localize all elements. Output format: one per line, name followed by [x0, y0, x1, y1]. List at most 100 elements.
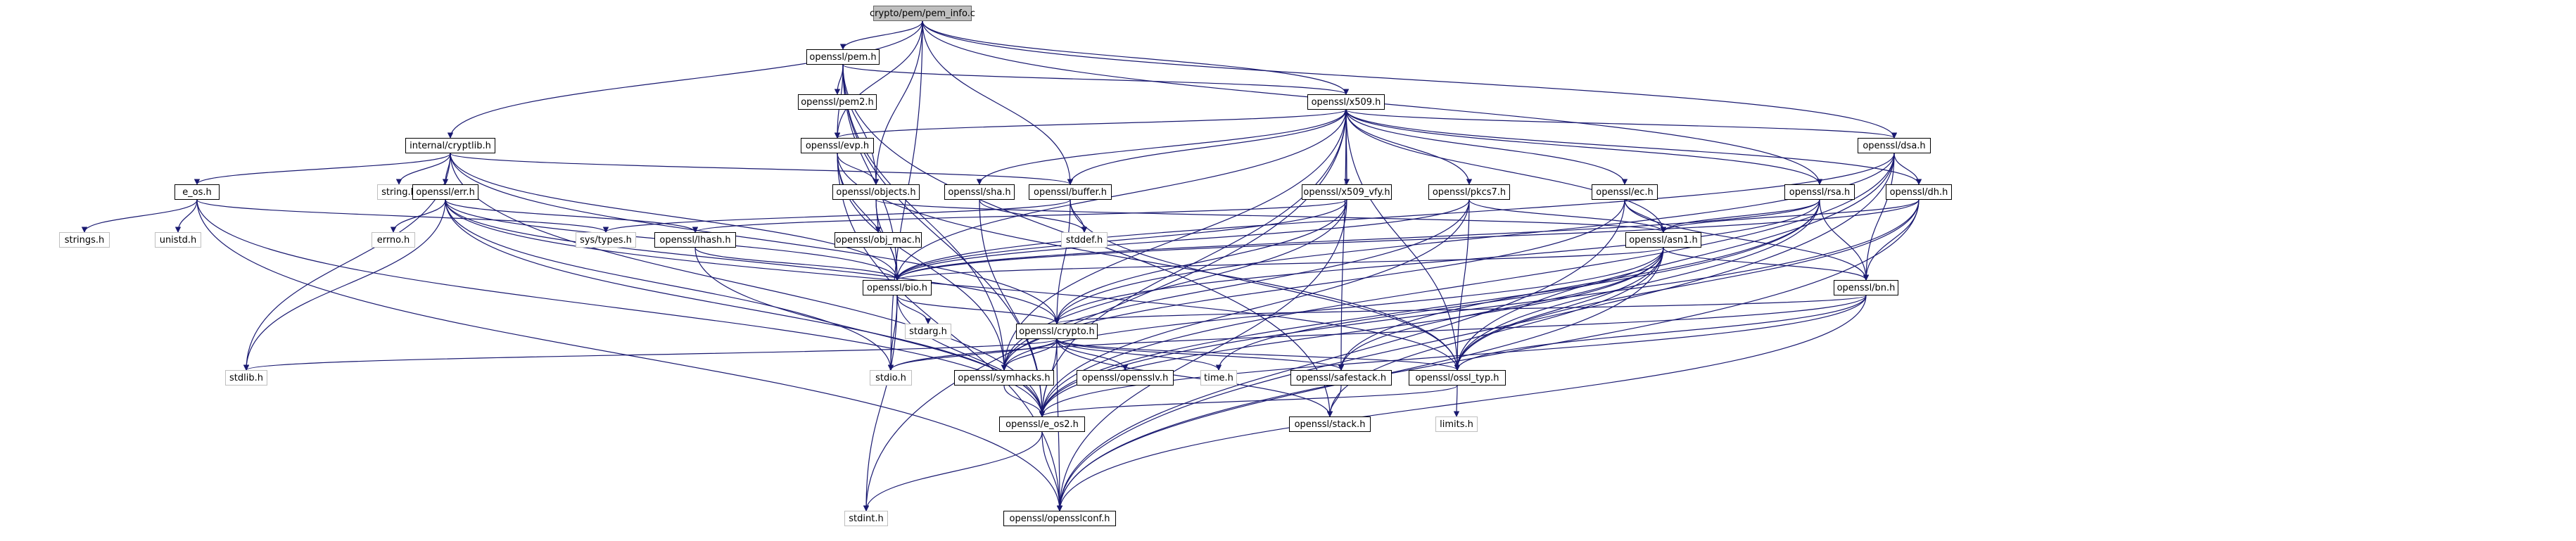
include-edge	[842, 64, 1008, 371]
node-openssl-sha[interactable]: openssl/sha.h	[944, 184, 1015, 200]
include-edge	[875, 199, 1666, 233]
node-stdlib-h[interactable]: stdlib.h	[225, 370, 267, 386]
include-edge	[1001, 199, 1347, 371]
include-edge	[842, 64, 1349, 95]
include-edge	[1056, 199, 1625, 511]
include-edge	[81, 199, 198, 233]
include-edge	[979, 199, 1088, 233]
include-edge	[1039, 385, 1458, 417]
include-edge	[1001, 109, 1347, 371]
include-edge	[243, 338, 1058, 371]
node-sys-types-h[interactable]: sys/types.h	[576, 232, 636, 248]
include-edge	[922, 20, 1898, 139]
include-edge	[390, 199, 446, 233]
include-edge	[1624, 199, 1870, 281]
node-stddef-h[interactable]: stddef.h	[1061, 232, 1108, 248]
include-edge	[1468, 199, 1667, 233]
include-edge	[1454, 199, 1820, 371]
include-edge	[887, 338, 1058, 371]
node-openssl-stack[interactable]: openssl/stack.h	[1289, 416, 1371, 432]
include-edge	[1039, 295, 1867, 417]
node-openssl-pem[interactable]: openssl/pem.h	[806, 49, 880, 65]
include-edge	[1215, 247, 1664, 371]
node-e-os[interactable]: e_os.h	[175, 184, 220, 200]
node-internal-cryptlib[interactable]: internal/cryptlib.h	[405, 138, 495, 153]
include-edge	[1056, 153, 1895, 511]
include-edge	[445, 199, 699, 233]
node-stdio-h[interactable]: stdio.h	[870, 370, 912, 386]
node-openssl-dh[interactable]: openssl/dh.h	[1886, 184, 1952, 200]
node-openssl-asn1[interactable]: openssl/asn1.h	[1625, 232, 1701, 248]
node-string-h[interactable]: string.h	[377, 184, 421, 200]
node-openssl-rsa[interactable]: openssl/rsa.h	[1784, 184, 1855, 200]
include-edge	[976, 109, 1347, 185]
include-edge	[1663, 247, 1870, 281]
include-edge	[1053, 199, 1071, 324]
node-openssl-pkcs7[interactable]: openssl/pkcs7.h	[1428, 184, 1510, 200]
include-edge	[1056, 338, 1333, 417]
node-openssl-ec[interactable]: openssl/ec.h	[1592, 184, 1658, 200]
node-openssl-bio[interactable]: openssl/bio.h	[863, 280, 932, 295]
node-openssl-pem2[interactable]: openssl/pem2.h	[798, 94, 877, 110]
include-edge	[1053, 153, 1895, 324]
node-openssl-opensslv[interactable]: openssl/opensslv.h	[1077, 370, 1174, 386]
include-edge	[1863, 153, 1895, 281]
node-openssl-e-os2[interactable]: openssl/e_os2.h	[999, 416, 1085, 432]
include-edge	[1345, 109, 1628, 185]
include-edge	[1056, 338, 1129, 371]
include-edge	[1345, 109, 1667, 233]
node-openssl-x509[interactable]: openssl/x509.h	[1307, 94, 1385, 110]
include-edge	[1660, 199, 1920, 233]
node-strings-h[interactable]: strings.h	[59, 232, 110, 248]
include-edge	[1041, 431, 1063, 511]
include-edge	[1039, 247, 1664, 417]
include-edge	[1454, 247, 1664, 371]
node-limits-h[interactable]: limits.h	[1435, 416, 1478, 432]
node-openssl-symhacks[interactable]: openssl/symhacks.h	[954, 370, 1054, 386]
node-openssl-obj-mac[interactable]: openssl/obj_mac.h	[835, 232, 922, 248]
include-edge	[395, 153, 451, 185]
include-edge	[450, 153, 1073, 185]
node-stdint-h[interactable]: stdint.h	[844, 511, 888, 526]
include-edge	[1343, 109, 1350, 185]
node-openssl-dsa[interactable]: openssl/dsa.h	[1858, 138, 1931, 153]
include-edge	[1070, 199, 1461, 371]
include-edge	[894, 199, 1470, 281]
include-edge	[1345, 109, 1473, 185]
node-openssl-crypto[interactable]: openssl/crypto.h	[1016, 324, 1098, 339]
include-edge	[894, 199, 1347, 281]
node-openssl-bn[interactable]: openssl/bn.h	[1834, 280, 1898, 295]
node-openssl-evp[interactable]: openssl/evp.h	[801, 138, 874, 153]
include-edge	[894, 247, 1664, 281]
include-edge	[1660, 199, 1820, 233]
include-edge	[873, 20, 923, 185]
include-edge	[1863, 199, 1920, 281]
include-edge	[1039, 199, 1470, 417]
include-edge	[894, 199, 1820, 281]
node-openssl-safestack[interactable]: openssl/safestack.h	[1290, 370, 1392, 386]
node-openssl-err[interactable]: openssl/err.h	[412, 184, 478, 200]
node-openssl-x509-vfy[interactable]: openssl/x509_vfy.h	[1302, 184, 1392, 200]
include-edge	[1053, 199, 1347, 324]
node-openssl-objects[interactable]: openssl/objects.h	[832, 184, 920, 200]
node-openssl-opensslconf[interactable]: openssl/opensslconf.h	[1003, 511, 1116, 526]
include-edge	[450, 153, 901, 281]
node-openssl-buffer[interactable]: openssl/buffer.h	[1029, 184, 1112, 200]
include-edge	[894, 199, 1920, 281]
include-edge	[243, 199, 446, 371]
node-unistd-h[interactable]: unistd.h	[155, 232, 201, 248]
include-edge	[694, 247, 1046, 417]
node-errno-h[interactable]: errno.h	[372, 232, 415, 248]
include-edge	[863, 295, 898, 511]
include-edge	[1338, 199, 1820, 371]
node-openssl-ossl-typ[interactable]: openssl/ossl_typ.h	[1409, 370, 1506, 386]
node-stdarg-h[interactable]: stdarg.h	[905, 324, 951, 339]
include-edge	[1454, 199, 1470, 371]
include-edge	[1056, 338, 1461, 371]
include-edge	[922, 20, 1350, 95]
node-time-h[interactable]: time.h	[1200, 370, 1237, 386]
node-openssl-lhash[interactable]: openssl/lhash.h	[654, 232, 736, 248]
include-edge	[445, 199, 894, 371]
node-pem-info-c[interactable]: crypto/pem/pem_info.c	[870, 6, 975, 21]
